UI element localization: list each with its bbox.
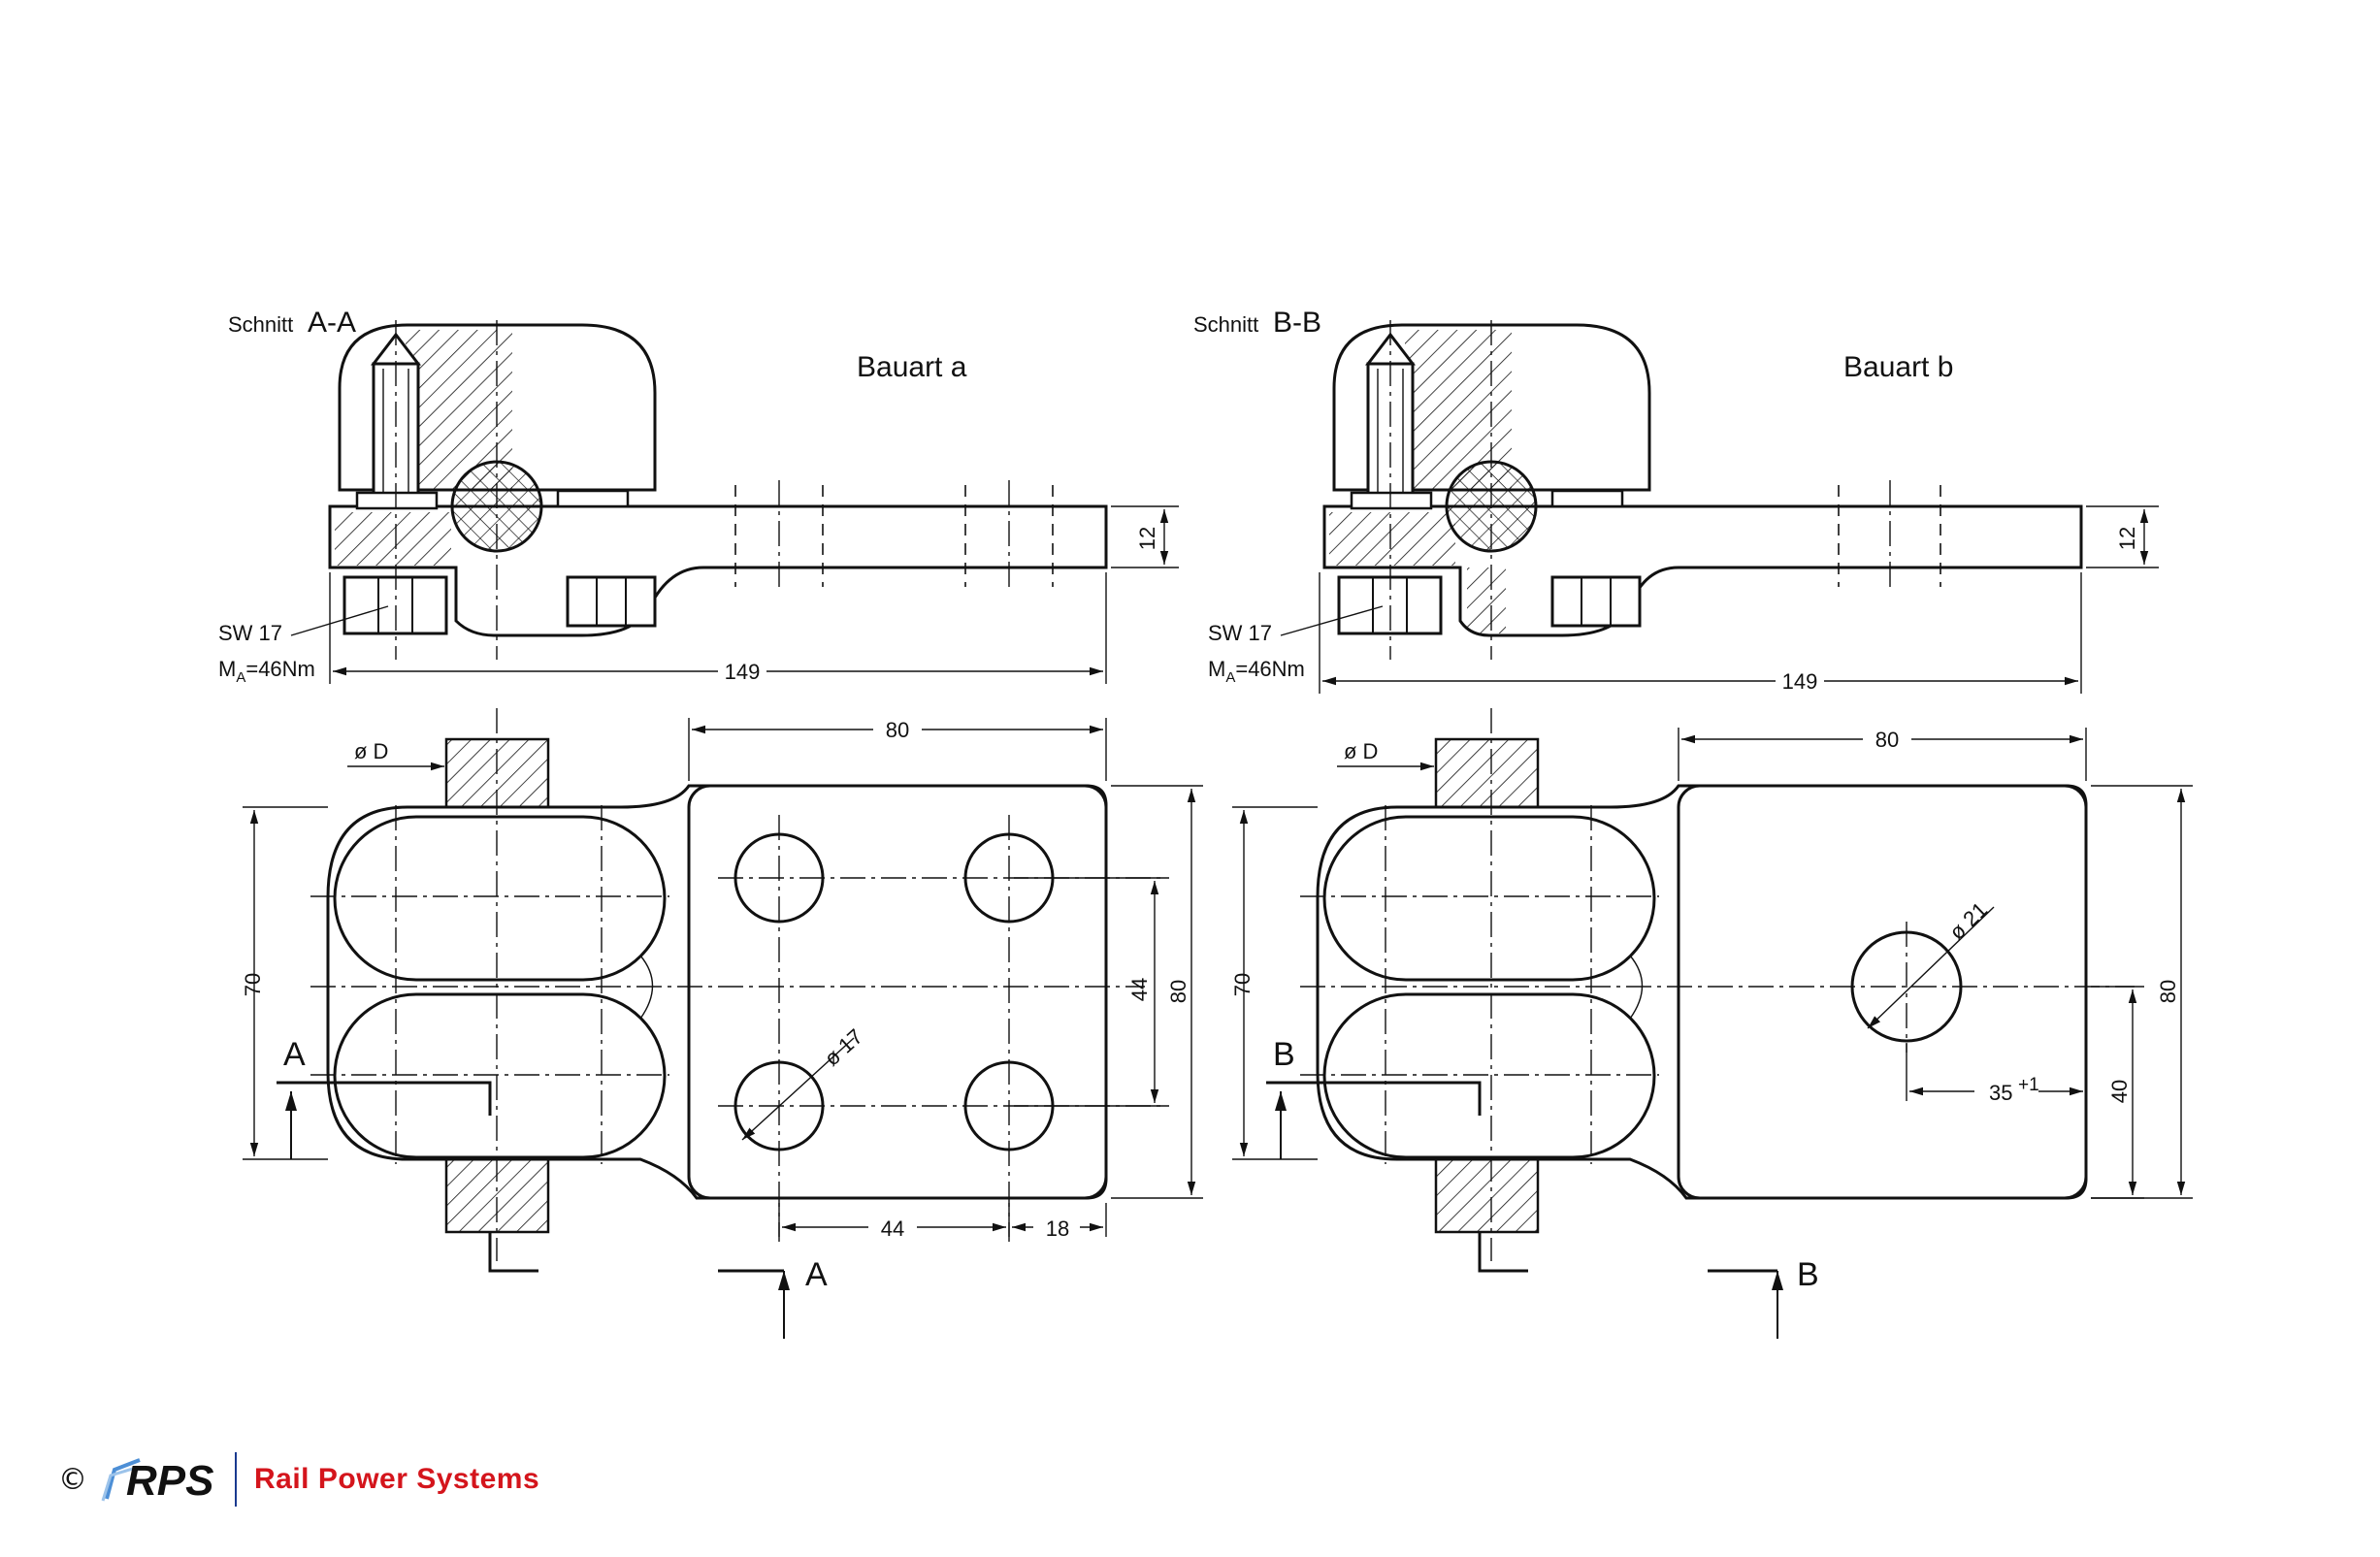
dim-hole-offset-b: 35 [1989, 1081, 2012, 1105]
dim-hole-spacing-vert-a: 44 [1127, 978, 1152, 1001]
view-a-section: Schnitt A-A Bauart a [218, 307, 1179, 686]
rps-logo: RPS [101, 1450, 237, 1508]
dim-edge-offset-a: 18 [1046, 1216, 1069, 1241]
dim-thickness-a: 12 [1135, 527, 1159, 550]
torque-label-a: MA=46Nm [218, 657, 315, 686]
dim-diameter-D-a: ø D [354, 739, 388, 763]
section-prefix-a: Schnitt [228, 312, 293, 337]
torque-label-b: MA=46Nm [1208, 657, 1305, 686]
dim-thickness-b: 12 [2115, 527, 2139, 550]
dim-diameter-D-b: ø D [1344, 739, 1378, 763]
sw-label-a: SW 17 [218, 621, 282, 645]
logo-text: RPS [126, 1457, 213, 1505]
footer: © RPS Rail Power Systems [58, 1445, 539, 1513]
rps-logo-icon: RPS [101, 1457, 213, 1505]
terminal-pad-a [687, 784, 1108, 1200]
copyright-symbol: © [58, 1462, 87, 1497]
dim-length-a: 149 [725, 660, 761, 684]
section-name-b: B-B [1273, 307, 1321, 339]
terminal-pad-b [1677, 784, 2088, 1200]
view-b-section: Schnitt B-B Bauart b 12 SW 17 MA=46Nm [1193, 307, 2159, 694]
view-b-plan: 80 ø D 70 ø 21 35 +1 40 80 B B [1230, 708, 2193, 1339]
dim-hole-offset-tol-b: +1 [2018, 1075, 2039, 1095]
section-prefix-b: Schnitt [1193, 312, 1258, 337]
dim-pad-width-b: 80 [1875, 728, 1899, 752]
dim-height-70-a: 70 [241, 973, 265, 996]
pill-lower-a [333, 992, 667, 1159]
pill-upper-a [333, 815, 667, 982]
dim-pad-width-a: 80 [886, 718, 909, 742]
sw-label-b: SW 17 [1208, 621, 1272, 645]
view-a-plan: 80 ø D 70 44 80 ø 17 44 18 A [241, 708, 1203, 1339]
dim-height-80-b: 80 [2156, 980, 2180, 1003]
dim-height-70-b: 70 [1230, 973, 1255, 996]
dim-hole-height-b: 40 [2107, 1080, 2132, 1103]
view-title-a: Bauart a [857, 351, 967, 383]
dim-height-80-a: 80 [1166, 980, 1190, 1003]
section-marker-bottom-b: B [1797, 1256, 1819, 1293]
section-name-a: A-A [308, 307, 356, 339]
dim-hole-spacing-horiz-a: 44 [881, 1216, 904, 1241]
section-marker-bottom-a: A [805, 1256, 828, 1293]
base-hatch-a [335, 512, 451, 566]
section-marker-top-a: A [283, 1036, 306, 1073]
brand-name: Rail Power Systems [254, 1463, 540, 1495]
section-marker-top-b: B [1273, 1036, 1295, 1073]
view-title-b: Bauart b [1843, 351, 1953, 383]
pill-upper-b [1322, 815, 1656, 982]
pill-lower-b [1322, 992, 1656, 1159]
dim-length-b: 149 [1782, 669, 1818, 694]
